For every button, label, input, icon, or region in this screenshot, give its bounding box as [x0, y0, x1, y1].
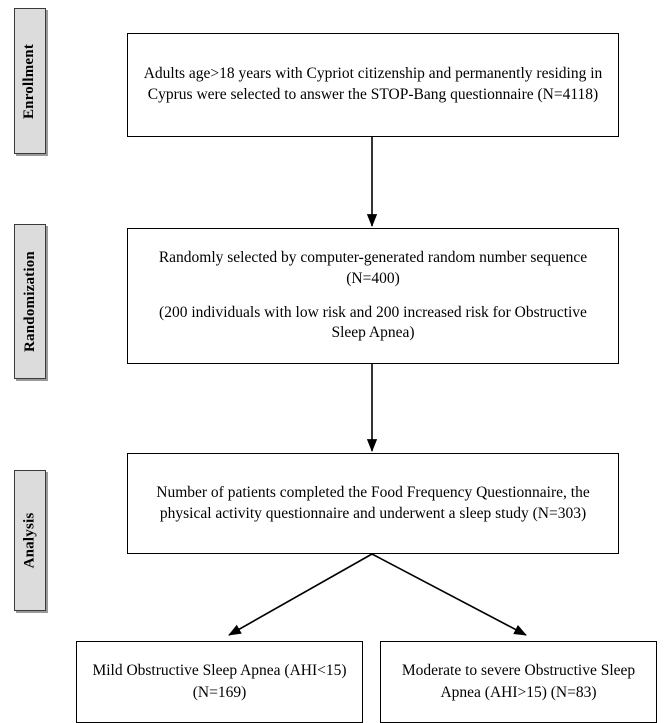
analysis-box-text: Number of patients completed the Food Fr…: [156, 483, 590, 522]
enrollment-box-text: Adults age>18 years with Cypriot citizen…: [143, 65, 603, 103]
randomization-box-text-primary: Randomly selected by computer-generated …: [158, 249, 588, 287]
stage-tab-label-randomization: Randomization: [21, 251, 38, 352]
mild-osa-box: Mild Obstructive Sleep Apnea (AHI<15) (N…: [76, 641, 363, 723]
stage-tab-enrollment: Enrollment: [14, 8, 46, 154]
moderate-severe-osa-box-text: Moderate to severe Obstructive Sleep Apn…: [401, 662, 636, 701]
analysis-box: Number of patients completed the Food Fr…: [127, 453, 619, 554]
randomization-box-text-secondary: (200 individuals with low risk and 200 i…: [159, 303, 587, 342]
enrollment-box: Adults age>18 years with Cypriot citizen…: [127, 33, 619, 137]
mild-osa-box-text: Mild Obstructive Sleep Apnea (AHI<15) (N…: [92, 662, 347, 701]
stage-tab-analysis: Analysis: [14, 470, 46, 611]
arrow-analysis-to-moderate-severe-osa: [371, 553, 527, 636]
arrow-analysis-to-mild-osa: [228, 553, 373, 636]
stage-tab-randomization: Randomization: [14, 224, 46, 379]
stage-tab-label-enrollment: Enrollment: [21, 43, 38, 119]
stage-tab-label-analysis: Analysis: [21, 512, 38, 569]
moderate-severe-osa-box: Moderate to severe Obstructive Sleep Apn…: [380, 641, 657, 723]
randomization-box: Randomly selected by computer-generated …: [127, 228, 619, 364]
